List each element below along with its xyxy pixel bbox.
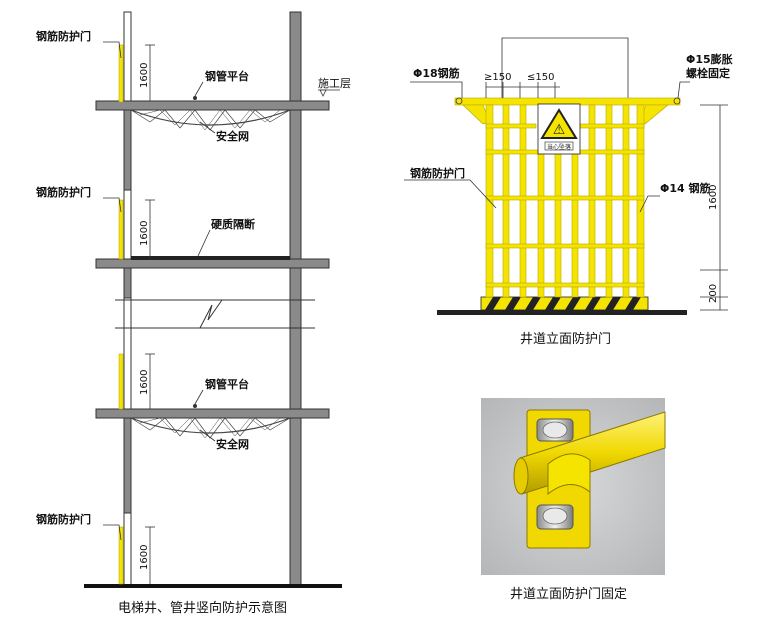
ground-line: [84, 584, 342, 588]
dim-1600: 1600: [139, 221, 150, 246]
label-safety-net: 安全网: [216, 129, 249, 143]
label-expansion-bolt: Φ15膨胀: [686, 52, 733, 66]
safety-net: [130, 417, 291, 439]
caption-fixing-detail: 井道立面防护门固定: [510, 586, 627, 602]
shaft-section: 1600 1600 1600 1600: [36, 11, 351, 616]
label-steel-platform: 钢管平台: [205, 377, 249, 391]
label-rebar-door: 钢筋防护门: [36, 29, 91, 43]
caption-shaft-section: 电梯井、管井竖向防护示意图: [118, 600, 287, 616]
fixing-detail: 井道立面防护门固定: [481, 398, 666, 602]
label-steel-platform: 钢管平台: [205, 69, 249, 83]
hazard-stripe: [480, 296, 649, 311]
dim-spacing: ≤150: [527, 72, 554, 83]
hard-partition: [131, 256, 290, 260]
label-work-floor: 施工层: [318, 77, 351, 90]
ground-line: [437, 310, 687, 315]
dim-1600: 1600: [139, 63, 150, 88]
bolt: [536, 504, 574, 530]
rebar-door: [118, 44, 124, 103]
label-bolt-fix: 螺栓固定: [686, 66, 730, 80]
dim-200: 200: [708, 284, 719, 303]
floor-slab: [95, 408, 330, 419]
dim-spacing: ≥150: [484, 72, 511, 83]
dim-1600: 1600: [708, 185, 719, 210]
rebar-door: [118, 353, 124, 410]
label-rebar-14: Φ14 钢筋: [660, 181, 711, 195]
caption-door-elevation: 井道立面防护门: [520, 331, 611, 347]
rebar-door: [118, 526, 124, 585]
rebar-door: [118, 199, 124, 260]
dim-1600: 1600: [139, 370, 150, 395]
label-rebar-door: 钢筋防护门: [410, 166, 465, 180]
left-wall-segment: [123, 417, 132, 514]
label-safety-net: 安全网: [216, 437, 249, 451]
break-mark: [199, 299, 223, 329]
label-rebar-18: Φ18钢筋: [413, 66, 460, 80]
warning-icon: ⚠: [553, 122, 566, 138]
safety-net: [130, 109, 291, 131]
floor-slab: [95, 258, 330, 269]
bolt: [536, 418, 574, 442]
floor-slab: [95, 100, 330, 111]
label-rebar-door: 钢筋防护门: [36, 185, 91, 199]
sign-text: 当心坠落: [547, 143, 571, 151]
dim-1600: 1600: [139, 545, 150, 570]
label-rebar-door: 钢筋防护门: [36, 512, 91, 526]
left-wall-segment: [123, 267, 132, 299]
warning-sign: ⚠ 当心坠落: [537, 103, 581, 155]
label-hard-partition: 硬质隔断: [211, 217, 255, 231]
door-elevation: ⚠ 当心坠落 ≥150 ≤150 Φ18钢筋 Φ15膨胀 螺栓固定: [404, 37, 733, 347]
left-wall-segment: [123, 109, 132, 191]
